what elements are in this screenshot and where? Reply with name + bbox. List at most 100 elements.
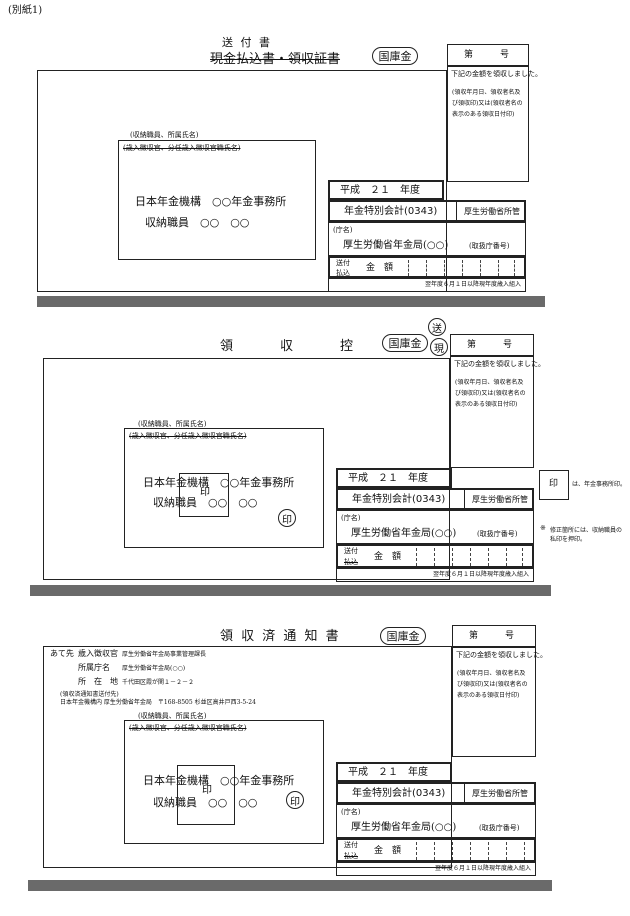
stamp-haraikomi-2: 払込 xyxy=(344,558,358,566)
stamp-sofu-2: 送付 xyxy=(344,547,358,555)
form-title-top: 送 付 書 xyxy=(222,36,272,49)
officer-caption: (収納職員、所属氏名) xyxy=(130,131,199,139)
return-addr: 日本年金機構内 厚生労働省年金局 〒168-8505 杉並区高井戸西3-5-24 xyxy=(60,699,256,706)
ministry-3: 厚生労働省所管 xyxy=(472,789,528,798)
fiscal-year-cell-2: 平成 ２１ 年度 xyxy=(336,468,452,488)
footer-note-row-2: 翌年度６月１日以降現年度歳入組入 xyxy=(336,568,534,582)
officer-box: (歳入徴収官、分任歳入徴収官職氏名) 日本年金機構 ○○年金事務所 収納職員 ○… xyxy=(118,140,316,260)
account-name-3: 年金特別会計(0343) xyxy=(352,788,446,799)
struck-officer-2: (歳入徴収官、分任歳入徴収官職氏名) xyxy=(129,432,247,440)
agency-code-2: (取扱庁番号) xyxy=(477,530,518,538)
agency-name: 厚生労働省年金局(○○) xyxy=(343,240,449,251)
account-name-2: 年金特別会計(0343) xyxy=(352,494,446,505)
seal-box: 印 xyxy=(179,473,229,517)
struck-officer: (歳入徴収官、分任歳入徴収官職氏名) xyxy=(123,144,241,152)
office-name-2: 日本年金機構 ○○年金事務所 xyxy=(143,476,295,489)
receipt-note-box-3: 下記の金額を領収しました。 (領収年月日、領収者名及び領収印)又は(領収者名の表… xyxy=(452,647,547,757)
agency-label-2: (庁名) xyxy=(341,514,361,522)
private-seal: 印 xyxy=(278,509,296,527)
officer-name: 収納職員 ○○ ○○ xyxy=(145,216,250,229)
amount-row-3: 送付 払込 金 額 xyxy=(336,838,536,862)
main-frame-3 xyxy=(43,646,452,868)
date-note: (領収年月日、領収者名及び領収印)又は(領収者名の表示のある領収日付印) xyxy=(452,89,523,118)
addr-value-3: 千代田区霞が関１－２－２ xyxy=(122,679,195,686)
agency-row-3: (庁名) 厚生労働省年金局(○○) (取扱庁番号) xyxy=(336,804,536,838)
officer-name-2: 収納職員 ○○ ○○ xyxy=(153,496,258,509)
addr-label-2: 所属庁名 xyxy=(78,663,110,672)
agency-code-3: (取扱庁番号) xyxy=(479,824,520,832)
account-row-2: 年金特別会計(0343) 厚生労働省所管 xyxy=(336,488,534,510)
fiscal-year-cell: 平成 ２１ 年度 xyxy=(328,180,444,200)
fiscal-year-cell-3: 平成 ２１ 年度 xyxy=(336,762,452,782)
side-seal-note: は、年金事務所印。 xyxy=(572,481,627,488)
fiscal-year: 平成 ２１ 年度 xyxy=(340,185,420,196)
fiscal-year-3: 平成 ２１ 年度 xyxy=(348,767,428,778)
officer-box-3: (歳入徴収官、分任歳入徴収官職氏名) 日本年金機構 ○○年金事務所 収納職員 ○… xyxy=(124,720,324,844)
addr-label-3: 所 在 地 xyxy=(78,677,118,686)
agency-code: (取扱庁番号) xyxy=(469,242,510,250)
office-name-3: 日本年金機構 ○○年金事務所 xyxy=(143,774,295,787)
stamp-under-circle: 現 xyxy=(430,338,448,356)
section-divider-2 xyxy=(30,585,551,596)
footer-note-3: 翌年度６月１日以降現年度歳入組入 xyxy=(434,865,531,872)
form-title-struck: 現金払込書・領収証書 xyxy=(210,52,341,67)
footer-note-row: 翌年度６月１日以降現年度歳入組入 xyxy=(328,278,526,292)
officer-box-2: (歳入徴収官、分任歳入徴収官職氏名) 日本年金機構 ○○年金事務所 収納職員 ○… xyxy=(124,428,324,548)
account-name: 年金特別会計(0343) xyxy=(344,206,438,217)
amount-row: 送付 払込 金 額 xyxy=(328,256,526,278)
stub-title: 領 収 控 xyxy=(220,339,356,354)
stamp-sofu-3: 送付 xyxy=(344,841,358,849)
date-note-2: (領収年月日、領収者名及び領収印)又は(領収者名の表示のある領収日付印) xyxy=(455,379,526,408)
office-name: 日本年金機構 ○○年金事務所 xyxy=(135,195,287,208)
side-seal-box: 印 xyxy=(539,470,569,500)
ministry: 厚生労働省所管 xyxy=(464,207,520,216)
account-row-3: 年金特別会計(0343) 厚生労働省所管 xyxy=(336,782,536,804)
kokkokin-badge: 国庫金 xyxy=(372,47,418,65)
officer-name-3: 収納職員 ○○ ○○ xyxy=(153,796,258,809)
addr-label-1: 歳入徴収官 xyxy=(78,649,118,658)
private-seal-3: 印 xyxy=(286,791,304,809)
agency-name-3: 厚生労働省年金局(○○) xyxy=(351,822,457,833)
notice-title: 領 収 済 通 知 書 xyxy=(220,629,341,644)
agency-name-2: 厚生労働省年金局(○○) xyxy=(351,528,457,539)
section-divider-1 xyxy=(37,296,545,307)
agency-row: (庁名) 厚生労働省年金局(○○) (取扱庁番号) xyxy=(328,222,526,256)
stamp-sofu: 送付 xyxy=(336,259,350,267)
number-label-3: 第 号 xyxy=(469,631,515,641)
side-note-mark: ※ xyxy=(540,524,546,532)
fiscal-year-2: 平成 ２１ 年度 xyxy=(348,473,428,484)
addr-value-2: 厚生労働省年金局(○○) xyxy=(122,665,186,672)
footer-note: 翌年度６月１日以降現年度歳入組入 xyxy=(424,281,521,288)
footer-note-row-3: 翌年度６月１日以降現年度歳入組入 xyxy=(336,862,536,876)
number-label-2: 第 号 xyxy=(467,340,513,350)
number-box-2: 第 号 xyxy=(450,334,534,356)
agency-label-3: (庁名) xyxy=(341,808,361,816)
side-note: 修正箇所には、収納職員の私印を押印。 xyxy=(550,527,623,543)
stamp-over-circle: 送 xyxy=(428,318,446,336)
seal-text: 印 xyxy=(200,487,210,498)
officer-caption-2: (収納職員、所属氏名) xyxy=(138,420,207,428)
officer-caption-3: (収納職員、所属氏名) xyxy=(138,712,207,720)
receipt-note-box-2: 下記の金額を領収しました。 (領収年月日、領収者名及び領収印)又は(領収者名の表… xyxy=(450,356,545,468)
account-row: 年金特別会計(0343) 厚生労働省所管 xyxy=(328,200,526,222)
addr-value-1: 厚生労働省年金局事業管理課長 xyxy=(122,651,207,658)
footer-note-2: 翌年度６月１日以降現年度歳入組入 xyxy=(432,571,529,578)
stamp-haraikomi-3: 払込 xyxy=(344,852,358,860)
kokkokin-badge-2: 国庫金 xyxy=(382,334,428,352)
date-note-3: (領収年月日、領収者名及び領収印)又は(領収者名の表示のある領収日付印) xyxy=(457,670,528,699)
amount-label-2: 金 額 xyxy=(374,552,402,562)
kokkokin-badge-3: 国庫金 xyxy=(380,627,426,645)
receipt-note-box: 下記の金額を領収しました。 (領収年月日、領収者名及び領収印)又は(領収者名の表… xyxy=(447,66,542,182)
received-note-3: 下記の金額を領収しました。 xyxy=(456,651,547,659)
attachment-label: (別紙1) xyxy=(8,5,43,16)
number-box: 第 号 xyxy=(447,44,529,66)
main-frame xyxy=(37,70,447,292)
stamp-haraikomi: 払込 xyxy=(336,269,350,277)
section-divider-3 xyxy=(28,880,552,891)
struck-officer-3: (歳入徴収官、分任歳入徴収官職氏名) xyxy=(129,724,247,732)
number-box-3: 第 号 xyxy=(452,625,536,647)
agency-row-2: (庁名) 厚生労働省年金局(○○) (取扱庁番号) xyxy=(336,510,534,544)
seal-text-3: 印 xyxy=(202,785,212,796)
seal-box-3: 印 xyxy=(177,765,235,825)
agency-label: (庁名) xyxy=(333,226,353,234)
